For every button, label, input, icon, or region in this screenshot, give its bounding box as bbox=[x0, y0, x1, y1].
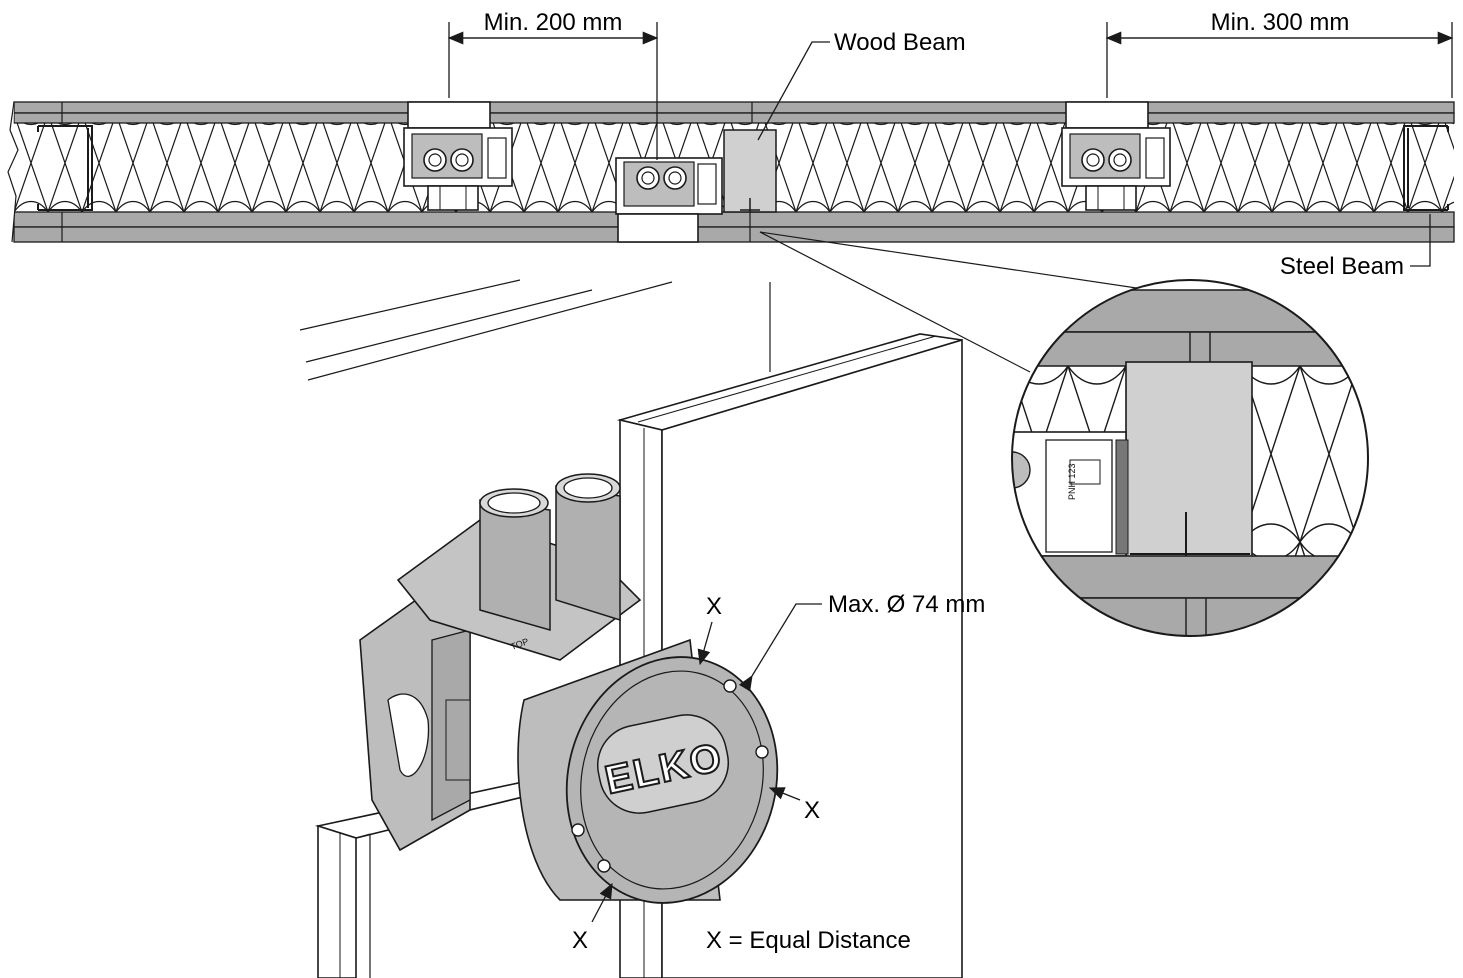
detail-magnifier: PNH 123 bbox=[1011, 279, 1369, 637]
board-bottom-outer bbox=[13, 226, 1455, 243]
perspective-lines bbox=[299, 279, 771, 381]
svg-text:X: X bbox=[572, 927, 588, 954]
back-box-product: TOP ELKO bbox=[359, 473, 779, 904]
marker-x-bottom: X bbox=[572, 882, 613, 954]
screw-right bbox=[755, 745, 769, 759]
back-box-middle bbox=[615, 157, 723, 243]
detail-wood-beam bbox=[1125, 361, 1253, 559]
board-top-inner bbox=[13, 112, 1455, 124]
steel-beam-right bbox=[1403, 125, 1449, 211]
pipe-connector-right bbox=[555, 473, 621, 622]
steel-beam-label: Steel Beam bbox=[1280, 253, 1404, 280]
screw-left bbox=[571, 823, 585, 837]
callout-max-diameter: Max. Ø 74 mm bbox=[738, 591, 985, 692]
svg-text:X: X bbox=[706, 593, 722, 620]
wood-beam-label: Wood Beam bbox=[834, 29, 966, 56]
svg-text:X: X bbox=[804, 797, 820, 824]
dimension-label-200: Min. 200 mm bbox=[484, 9, 623, 36]
equal-distance-legend: X = Equal Distance bbox=[706, 927, 911, 954]
dimension-min-300: Min. 300 mm bbox=[1105, 8, 1454, 98]
dimension-label-300: Min. 300 mm bbox=[1211, 9, 1350, 36]
callout-steel-beam: Steel Beam bbox=[1280, 214, 1431, 280]
board-top-outer bbox=[13, 101, 1455, 114]
marker-x-top: X bbox=[697, 593, 722, 666]
steel-beam-left bbox=[37, 125, 93, 211]
svg-text:PNH 123: PNH 123 bbox=[1067, 463, 1077, 500]
dimension-min-200: Min. 200 mm bbox=[447, 8, 659, 160]
marker-x-right: X bbox=[768, 787, 820, 824]
back-box-right bbox=[1061, 101, 1171, 211]
pipe-connector-left bbox=[479, 488, 551, 631]
screw-top bbox=[723, 679, 737, 693]
max-diameter-label: Max. Ø 74 mm bbox=[828, 591, 985, 618]
board-bottom-inner bbox=[13, 211, 1455, 228]
wall-section bbox=[7, 101, 1455, 243]
screw-bottom bbox=[597, 859, 611, 873]
back-box-left bbox=[403, 101, 513, 211]
callout-wood-beam: Wood Beam bbox=[757, 29, 966, 141]
